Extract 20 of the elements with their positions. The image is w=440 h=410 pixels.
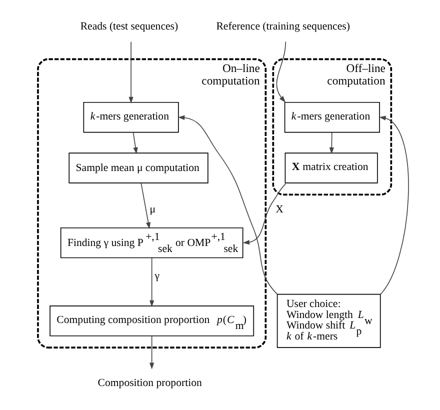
- arrow: [178, 115, 278, 295]
- edge-label: μ: [150, 203, 156, 216]
- node-text: Composition proportion: [98, 377, 202, 390]
- arrow: [132, 132, 138, 154]
- arrow: [242, 183, 286, 245]
- node-box: k-mers generation: [83, 102, 179, 133]
- arrow: [329, 132, 334, 154]
- edge-label: X: [276, 203, 284, 216]
- arrow: [276, 41, 286, 102]
- arrow: [128, 41, 134, 104]
- node-text: Reference (training sequences): [216, 20, 350, 33]
- arrow: [150, 336, 154, 370]
- node-text: Reads (test sequences): [80, 20, 178, 33]
- arrow: [379, 116, 409, 295]
- edge-label: γ: [154, 270, 160, 282]
- node-box: Sample mean μ computation: [68, 152, 208, 184]
- node-box: k-mers generation: [284, 102, 380, 133]
- arrow: [150, 258, 154, 308]
- arrow: [140, 182, 151, 230]
- node-box: X matrix creation: [284, 152, 378, 184]
